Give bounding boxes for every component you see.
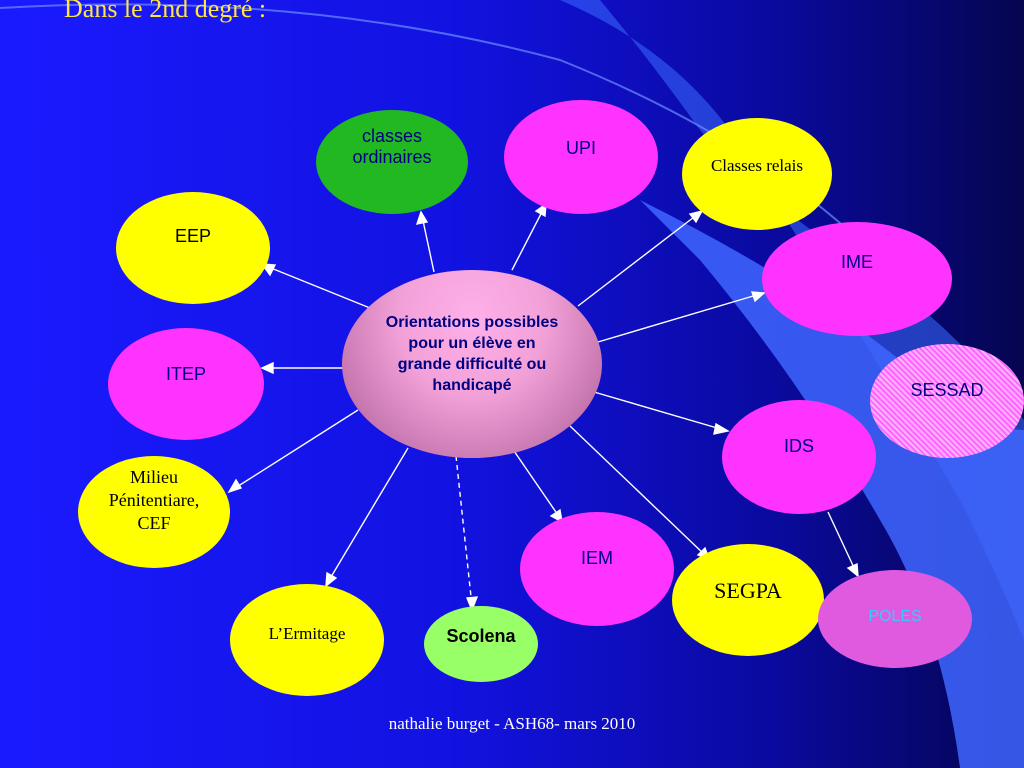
node-iem-label: IEM [580, 548, 613, 568]
arrowhead-ids [713, 422, 730, 435]
node-itep: ITEP [108, 328, 264, 440]
node-segpa: SEGPA [672, 544, 824, 656]
node-classes-relais-label: Classes relais [710, 156, 804, 175]
node-classes-ordinaires: classes ordinaires [316, 110, 468, 214]
node-scolena: Scolena [424, 606, 538, 682]
slide-footer: nathalie burget - ASH68- mars 2010 [388, 714, 636, 733]
arrow-to-eep [265, 265, 371, 309]
node-ime-label: IME [840, 252, 873, 272]
node-milieu-penitentiaire: Milieu Pénitentiare, CEF [78, 456, 230, 568]
connector-arrows [227, 202, 859, 612]
arrowhead-itep [260, 361, 274, 375]
arrow-to-classes-relais [577, 213, 699, 307]
node-iem: IEM [520, 512, 674, 626]
center-label: Orientations possibles pour un élève en … [385, 314, 559, 394]
arrowhead-ermitage [325, 571, 338, 588]
node-ids: IDS [722, 400, 876, 514]
arrowhead-ime [751, 291, 766, 303]
node-sessad: SESSAD [870, 344, 1024, 458]
arrow-to-classes-ordinaires [421, 215, 435, 273]
node-ime: IME [762, 222, 952, 336]
node-classes-relais: Classes relais [682, 118, 832, 230]
arrow-to-ids [593, 391, 725, 431]
node-ermitage: L’Ermitage [230, 584, 384, 696]
node-itep-label: ITEP [165, 364, 206, 384]
arrow-to-scolena [455, 455, 473, 607]
arrowhead-poles [846, 562, 859, 578]
arrowhead-milieu [227, 478, 243, 494]
node-milieu-label: Milieu Pénitentiare, CEF [108, 467, 200, 533]
node-scolena-label: Scolena [446, 626, 516, 646]
node-eep-label: EEP [174, 226, 212, 246]
arrow-to-ime [597, 293, 761, 343]
arrow-to-iem [511, 447, 561, 519]
node-poles-label: POLES [868, 608, 922, 625]
arrow-ids-to-poles [827, 511, 857, 573]
node-upi-label: UPI [565, 138, 596, 158]
node-segpa-label: SEGPA [714, 578, 782, 603]
arrow-to-milieu [231, 409, 359, 491]
arrow-to-segpa [569, 425, 707, 557]
arrowhead-classes-relais [688, 209, 704, 224]
node-eep: EEP [116, 192, 270, 304]
slide-title: Dans le 2nd degré : [64, 0, 267, 23]
node-poles: POLES [818, 570, 972, 668]
node-upi: UPI [504, 100, 658, 214]
node-ermitage-label: L’Ermitage [268, 624, 346, 643]
node-ids-label: IDS [783, 436, 814, 456]
background-swoosh [560, 0, 1024, 640]
arrow-to-upi [511, 207, 545, 271]
arrow-to-ermitage [327, 447, 409, 583]
node-sessad-label: SESSAD [910, 380, 984, 400]
arrowhead-classes-ordinaires [415, 210, 429, 225]
arrowhead-scolena [465, 596, 479, 612]
node-classes-ordinaires-label: classes ordinaires [352, 126, 432, 167]
node-center-orientations: Orientations possibles pour un élève en … [342, 270, 602, 458]
